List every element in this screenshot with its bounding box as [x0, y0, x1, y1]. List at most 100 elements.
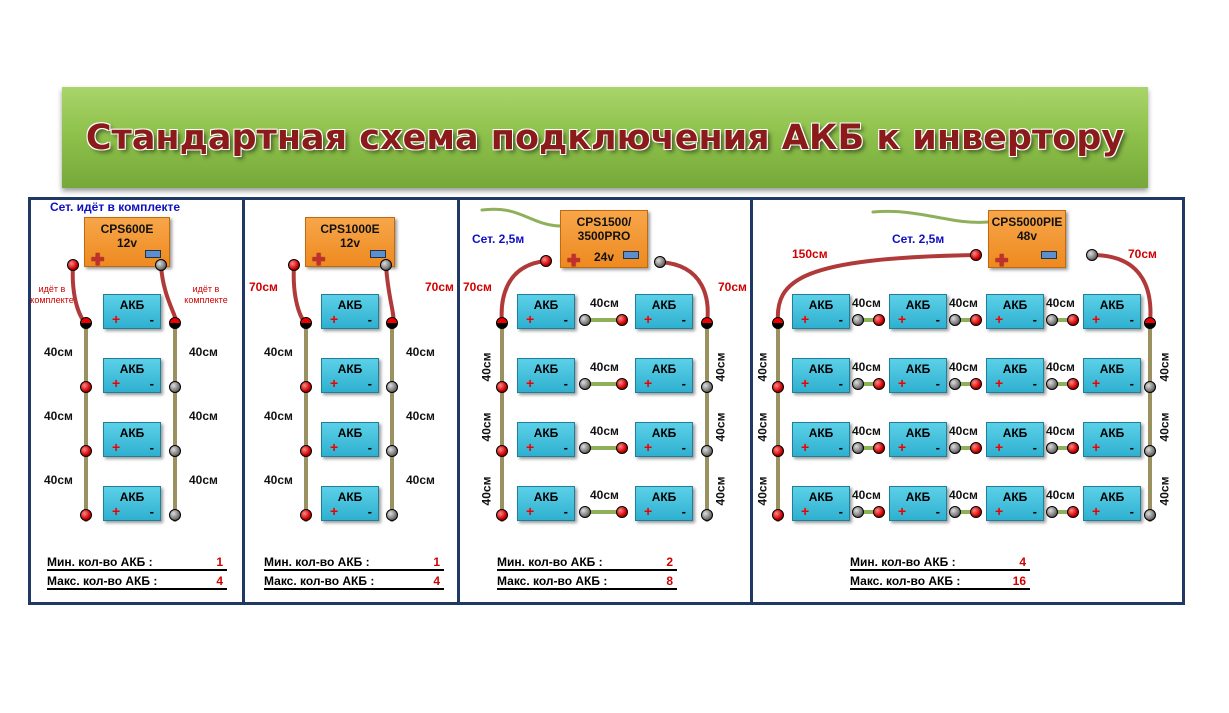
minus-terminal-label: - [1032, 504, 1037, 519]
minus-terminal-label: - [1129, 504, 1134, 519]
panel-divider [242, 197, 245, 605]
length-label: 40см [1046, 488, 1075, 502]
battery: АКБ+- [635, 486, 693, 521]
inverter-voltage: 12v [339, 236, 361, 250]
battery-label: АКБ [119, 362, 145, 376]
negative-cable [1090, 253, 1153, 325]
plus-terminal-label: + [330, 439, 339, 455]
length-label: 40см [44, 409, 73, 423]
terminal-node [1144, 509, 1156, 521]
terminal-node [80, 317, 92, 329]
terminal-node [1144, 445, 1156, 457]
battery: АКБ+- [1083, 358, 1141, 393]
length-label: 40см [406, 473, 435, 487]
terminal-node [616, 314, 628, 326]
minus-terminal-label: - [681, 376, 686, 391]
plus-terminal-label: + [801, 439, 810, 455]
terminal-node [949, 378, 961, 390]
minus-terminal-label: - [149, 376, 154, 391]
length-label: 40см [1157, 476, 1172, 506]
minus-terminal-label: - [935, 504, 940, 519]
terminal-node [386, 509, 398, 521]
length-label: 40см [44, 473, 73, 487]
battery: АКБ+- [986, 294, 1044, 329]
terminal-node [1144, 381, 1156, 393]
battery: АКБ+- [986, 486, 1044, 521]
max-value: 4 [216, 574, 223, 588]
terminal-node [852, 378, 864, 390]
minus-terminal-label: - [935, 376, 940, 391]
battery-label: АКБ [337, 298, 363, 312]
plus-terminal-label: + [644, 503, 653, 519]
terminal-node [1046, 506, 1058, 518]
minus-terminal-label: - [1129, 312, 1134, 327]
battery-label: АКБ [808, 298, 834, 312]
battery: АКБ+- [517, 486, 575, 521]
length-label: 40см [949, 360, 978, 374]
battery-label: АКБ [808, 490, 834, 504]
length-label: 40см [1046, 424, 1075, 438]
length-label: 40см [713, 352, 728, 382]
length-label: 40см [189, 409, 218, 423]
terminal-node [772, 381, 784, 393]
terminal-node [1067, 442, 1079, 454]
battery: АКБ+- [986, 422, 1044, 457]
min-value: 2 [666, 555, 673, 569]
length-label: 40см [1157, 352, 1172, 382]
length-label: 40см [713, 476, 728, 506]
negative-cable [159, 263, 178, 325]
battery-label: АКБ [1002, 426, 1028, 440]
terminal-node [949, 506, 961, 518]
terminal-node [949, 442, 961, 454]
plus-terminal-label: + [112, 503, 121, 519]
mains-cable [871, 209, 990, 224]
battery-label: АКБ [533, 298, 559, 312]
battery-label: АКБ [533, 490, 559, 504]
length-label: 40см [949, 424, 978, 438]
length-label: 40см [755, 412, 770, 442]
battery: АКБ+- [321, 486, 379, 521]
minus-terminal-label: - [367, 376, 372, 391]
mains-cable [480, 207, 562, 228]
inverter-voltage: 24v [593, 250, 615, 264]
terminal-node [701, 445, 713, 457]
battery-label: АКБ [1099, 298, 1125, 312]
min-label: Мин. кол-во АКБ : [850, 555, 956, 569]
terminal-node [496, 509, 508, 521]
battery: АКБ+- [635, 422, 693, 457]
panels-frame [28, 197, 1185, 605]
length-label: 40см [264, 409, 293, 423]
max-value: 8 [666, 574, 673, 588]
terminal-node [852, 442, 864, 454]
plus-icon: ✚ [995, 253, 1009, 270]
battery-label: АКБ [533, 362, 559, 376]
battery: АКБ+- [1083, 294, 1141, 329]
positive-cable [775, 253, 978, 325]
minus-terminal-label: - [838, 504, 843, 519]
length-label: 40см [479, 352, 494, 382]
terminal-node [616, 506, 628, 518]
terminal-node [155, 259, 167, 271]
battery: АКБ+- [103, 422, 161, 457]
plus-terminal-label: + [898, 375, 907, 391]
terminal-node [67, 259, 79, 271]
length-label: 40см [189, 473, 218, 487]
terminal-node [949, 314, 961, 326]
minus-terminal-label: - [367, 312, 372, 327]
battery: АКБ+- [986, 358, 1044, 393]
plus-terminal-label: + [995, 503, 1004, 519]
battery: АКБ+- [792, 358, 850, 393]
terminal-node [616, 442, 628, 454]
max-label: Макс. кол-во АКБ : [497, 574, 608, 588]
battery-label: АКБ [1002, 298, 1028, 312]
terminal-node [496, 381, 508, 393]
minus-terminal-label: - [838, 312, 843, 327]
plus-terminal-label: + [1092, 375, 1101, 391]
min-value: 4 [1019, 555, 1026, 569]
terminal-node [300, 509, 312, 521]
battery: АКБ+- [517, 358, 575, 393]
plus-terminal-label: + [112, 439, 121, 455]
length-label: 40см [264, 345, 293, 359]
plus-terminal-label: + [801, 311, 810, 327]
